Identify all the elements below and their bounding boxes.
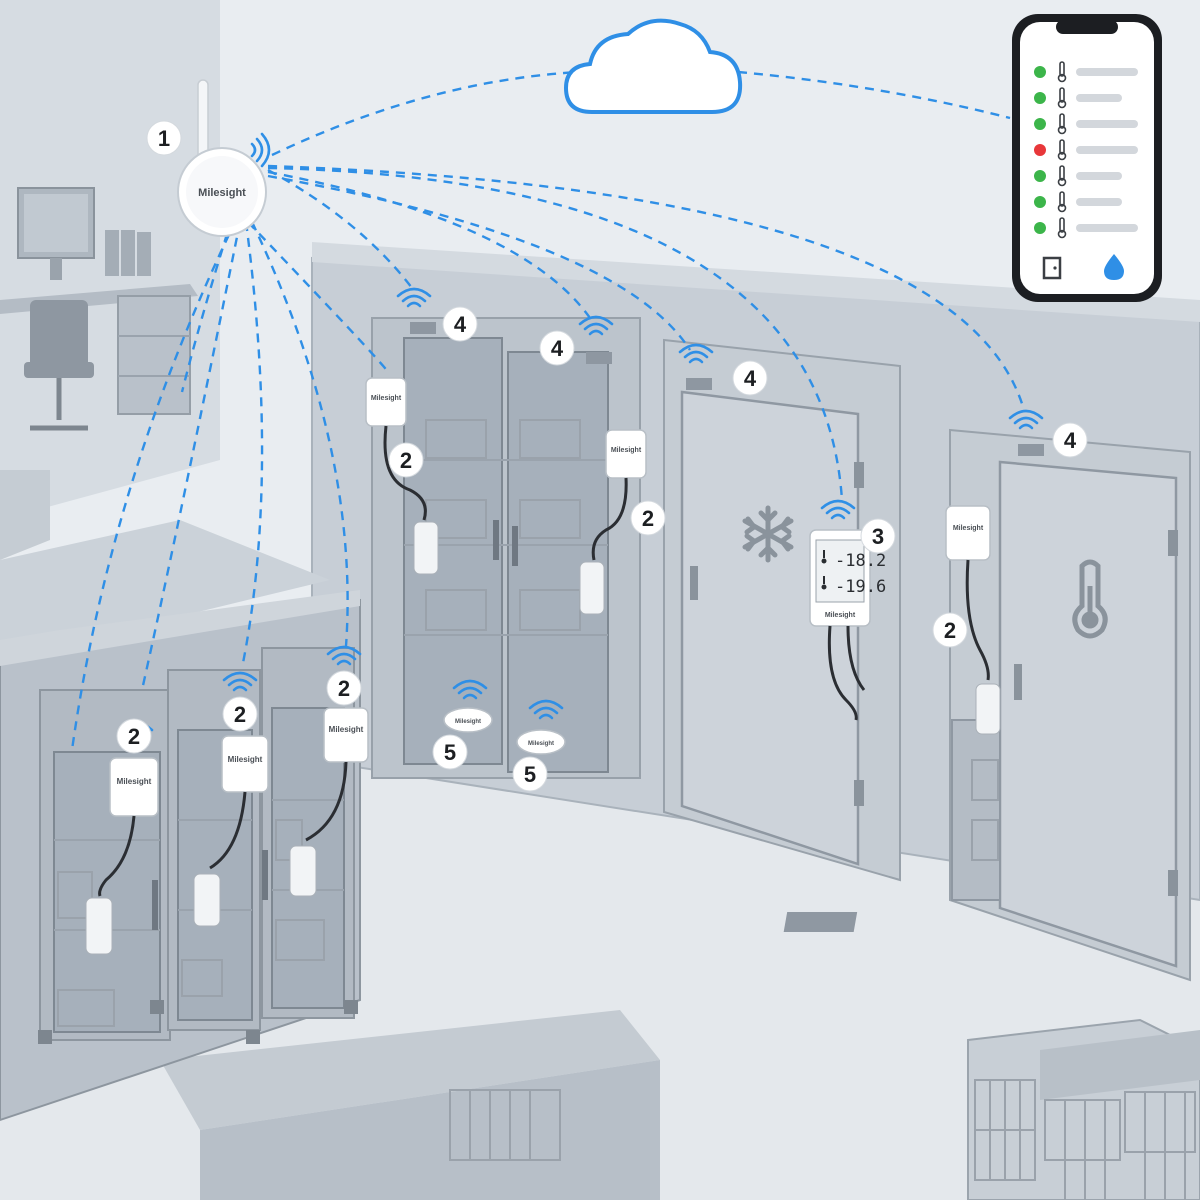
leak-sensor-brands: Milesight Milesight Milesight Milesight …: [117, 395, 984, 786]
sensor-brand: Milesight: [117, 777, 152, 786]
status-dot: [1034, 170, 1046, 182]
status-dot: [1034, 196, 1046, 208]
status-dot: [1034, 118, 1046, 130]
freezer-room: [663, 338, 901, 882]
callout-door-sensor: 4: [744, 366, 757, 391]
callout-door-sensor: 4: [454, 312, 467, 337]
thermometer-icon: [1057, 139, 1067, 161]
app-status-row: [1034, 191, 1122, 213]
snowflake-icon: [742, 505, 794, 563]
gateway-brand: Milesight: [198, 187, 246, 199]
status-bar: [1076, 120, 1138, 128]
sensor-brand: Milesight: [528, 741, 554, 747]
cloud-icon: [563, 18, 743, 114]
door-sensors: [410, 322, 1044, 456]
status-dot: [1034, 222, 1046, 234]
status-bar: [1076, 172, 1122, 180]
status-bar: [1076, 146, 1138, 154]
callout-gateway: 1: [158, 126, 170, 151]
leak-sensors: [85, 377, 1001, 955]
callout-floor-sensor: 5: [524, 762, 536, 787]
app-status-row: [1034, 87, 1122, 109]
thermometer-icon: [1057, 165, 1067, 187]
callout-leak-sensor: 2: [642, 506, 654, 531]
sensor-brand: Milesight: [228, 755, 263, 764]
thermometer-icon: [1072, 559, 1108, 639]
callouts: 1 4 4 4 4 2 2 2 2 2 2 3 5 5: [116, 120, 1088, 792]
status-bar: [1076, 94, 1122, 102]
sensor-brand: Milesight: [953, 525, 984, 532]
status-dot: [1034, 92, 1046, 104]
water-drop-icon: [1104, 254, 1124, 280]
sensor-brand: Milesight: [455, 719, 481, 725]
wireless-links: [70, 70, 1026, 751]
callout-door-sensor: 4: [551, 336, 564, 361]
callout-leak-sensor: 2: [400, 448, 412, 473]
app-status-row: [1034, 165, 1122, 187]
thermometer-icon: [1057, 87, 1067, 109]
app-status-row: [1034, 139, 1138, 161]
status-bar: [1076, 68, 1138, 76]
glass-door-room: [371, 317, 641, 779]
callout-leak-sensor: 2: [944, 618, 956, 643]
temperature-display-sensor: Milesight -18.2 -19.6: [809, 529, 886, 721]
sensor-brand: Milesight: [371, 395, 402, 402]
callout-temperature-sensor: 3: [872, 524, 884, 549]
floor-sensors: [443, 707, 566, 755]
callout-door-sensor: 4: [1064, 428, 1077, 453]
crate-stack: [967, 1018, 1200, 1200]
thermometer-icon: [1057, 217, 1067, 239]
display-reading-2: -19.6: [835, 577, 886, 597]
floor-sensor-brands: Milesight Milesight: [455, 719, 554, 747]
status-dot: [1034, 66, 1046, 78]
display-cabinets: [0, 590, 361, 1122]
thermometer-icon: [1057, 61, 1067, 83]
status-dot: [1034, 144, 1046, 156]
thermometer-icon: [1057, 191, 1067, 213]
app-status-row: [1034, 113, 1138, 135]
callout-leak-sensor: 2: [234, 702, 246, 727]
office-desk: [0, 187, 198, 431]
callout-floor-sensor: 5: [444, 740, 456, 765]
thermometer-icon: [1057, 113, 1067, 135]
callout-leak-sensor: 2: [338, 676, 350, 701]
phone-app: [1012, 14, 1162, 302]
sensor-brand: Milesight: [329, 725, 364, 734]
door-icon: [1042, 256, 1062, 280]
app-status-row: [1034, 217, 1138, 239]
callout-leak-sensor: 2: [128, 724, 140, 749]
status-bar: [1076, 224, 1138, 232]
status-bar: [1076, 198, 1122, 206]
app-status-row: [1034, 61, 1138, 83]
display-reading-1: -18.2: [835, 551, 886, 571]
gateway-device: Milesight: [177, 79, 267, 237]
sensor-brand: Milesight: [611, 447, 642, 454]
display-brand: Milesight: [825, 612, 856, 619]
